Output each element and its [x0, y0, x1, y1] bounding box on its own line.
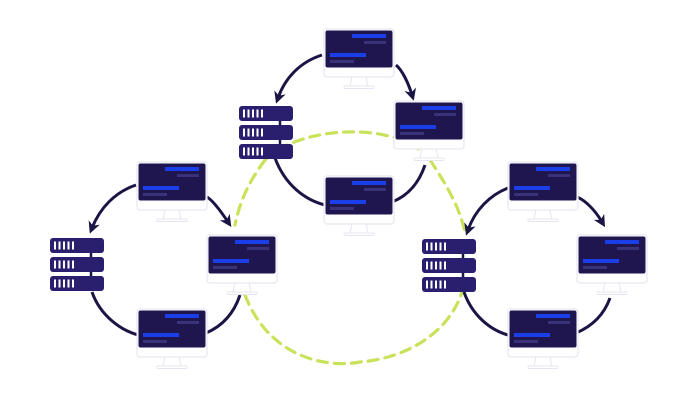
server-rack-icon[interactable]	[48, 236, 106, 293]
link-arrow	[464, 186, 509, 236]
link	[391, 164, 427, 204]
link	[90, 291, 139, 337]
backbone-link-right	[428, 158, 467, 234]
link	[273, 157, 326, 207]
desktop-monitor-icon[interactable]	[507, 308, 579, 370]
link-arrow	[394, 63, 416, 101]
link-arrow	[576, 195, 606, 228]
desktop-monitor-icon[interactable]	[323, 28, 395, 90]
desktop-monitor-icon[interactable]	[206, 234, 278, 296]
desktop-monitor-icon[interactable]	[136, 161, 208, 223]
link-arrow	[274, 53, 323, 104]
cluster-right	[420, 161, 648, 370]
cluster-left	[48, 161, 278, 370]
link	[205, 294, 242, 335]
cluster-top	[237, 28, 465, 237]
desktop-monitor-icon[interactable]	[136, 308, 208, 370]
desktop-monitor-icon[interactable]	[323, 175, 395, 237]
desktop-monitor-icon[interactable]	[393, 100, 465, 162]
backbone-link-left	[233, 158, 267, 227]
desktop-monitor-icon[interactable]	[507, 161, 579, 223]
link	[462, 291, 509, 337]
server-rack-icon[interactable]	[420, 237, 478, 294]
server-rack-icon[interactable]	[237, 104, 295, 161]
backbone-link-bottom	[243, 290, 464, 366]
link	[575, 297, 612, 335]
link-arrow	[206, 195, 232, 227]
desktop-monitor-icon[interactable]	[576, 234, 648, 296]
link-arrow	[88, 183, 137, 234]
